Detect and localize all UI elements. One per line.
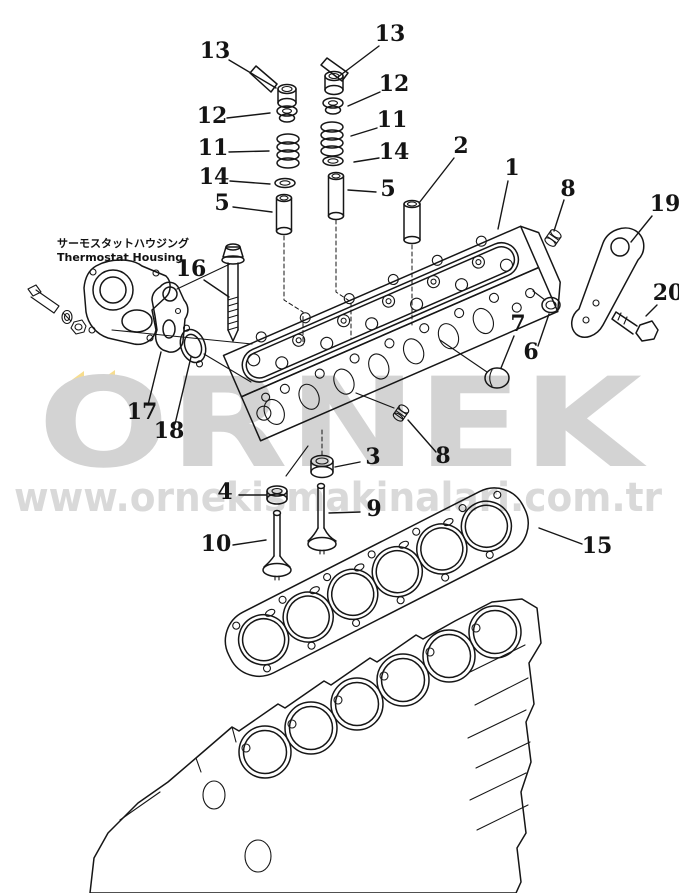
callout-label-2: 2 (453, 133, 468, 159)
thermostat-housing-drawing (83, 259, 171, 346)
valve-9-drawing (307, 482, 337, 555)
callouts: 13 13 12 12 11 11 14 14 5 5 2 1 8 19 20 … (127, 21, 679, 559)
callout-label-11-left: 11 (198, 135, 229, 161)
head-gasket-15-drawing (224, 487, 529, 678)
callout-label-5-right: 5 (380, 176, 395, 202)
callout-label-13-right: 13 (375, 21, 406, 47)
callout-label-5-left: 5 (214, 190, 229, 216)
umlaut-triangle-right (91, 370, 115, 387)
bolt-16-drawing (221, 243, 245, 342)
bracket-17-drawing (151, 263, 231, 353)
callout-label-15: 15 (582, 533, 613, 559)
cup-plug-7-drawing (439, 339, 510, 389)
valve-10-drawing (262, 509, 292, 581)
callout-label-20: 20 (653, 280, 679, 306)
valve-train-left-drawing (249, 65, 304, 346)
cylinder-head-drawing (222, 225, 561, 442)
callout-label-3: 3 (365, 444, 380, 470)
umlaut-triangle-left (62, 371, 84, 387)
callout-label-8-top: 8 (560, 176, 575, 202)
callout-label-1: 1 (504, 155, 519, 181)
callout-label-12-right: 12 (379, 71, 410, 97)
seal-3-drawing (310, 429, 334, 479)
callout-label-18: 18 (154, 418, 185, 444)
thermostat-housing-label-en: Thermostat Housing (57, 251, 183, 264)
engine-block-drawing (89, 598, 542, 893)
callout-label-9: 9 (366, 496, 381, 522)
callout-label-7: 7 (510, 311, 525, 337)
watermark: ORNEK www.ornekismakinalari.com.tr (14, 352, 662, 521)
callout-label-12-left: 12 (197, 103, 228, 129)
bracket-19-drawing (571, 227, 645, 338)
plug-8-bottom-drawing (355, 392, 410, 422)
thermostat-housing-label-jp: サーモスタットハウジング (57, 236, 189, 250)
seal-4-drawing (266, 445, 309, 505)
watermark-url-text: www.ornekismakinalari.com.tr (14, 475, 662, 521)
callout-label-19: 19 (650, 191, 679, 217)
thermostat-bolt-washer-nut-drawing (27, 284, 253, 345)
callout-label-14-left: 14 (199, 164, 230, 190)
callout-label-14-right: 14 (379, 139, 410, 165)
callout-label-8-bottom: 8 (435, 443, 450, 469)
callout-label-17: 17 (127, 399, 158, 425)
watermark-brand-text: ORNEK (38, 352, 647, 496)
valve-train-right-drawing (320, 57, 352, 339)
bolt-20-drawing (611, 311, 659, 342)
gasket-18-drawing (179, 324, 207, 368)
cup-plug-6-drawing (532, 290, 561, 314)
callout-label-6: 6 (523, 339, 538, 365)
callout-label-10: 10 (201, 531, 232, 557)
valve-guide-2-drawing (403, 199, 421, 326)
callout-label-16: 16 (176, 256, 207, 282)
callout-label-4: 4 (217, 479, 232, 505)
callout-label-11-right: 11 (377, 107, 408, 133)
plug-8-top-drawing (544, 229, 562, 247)
callout-label-13-left: 13 (200, 38, 231, 64)
